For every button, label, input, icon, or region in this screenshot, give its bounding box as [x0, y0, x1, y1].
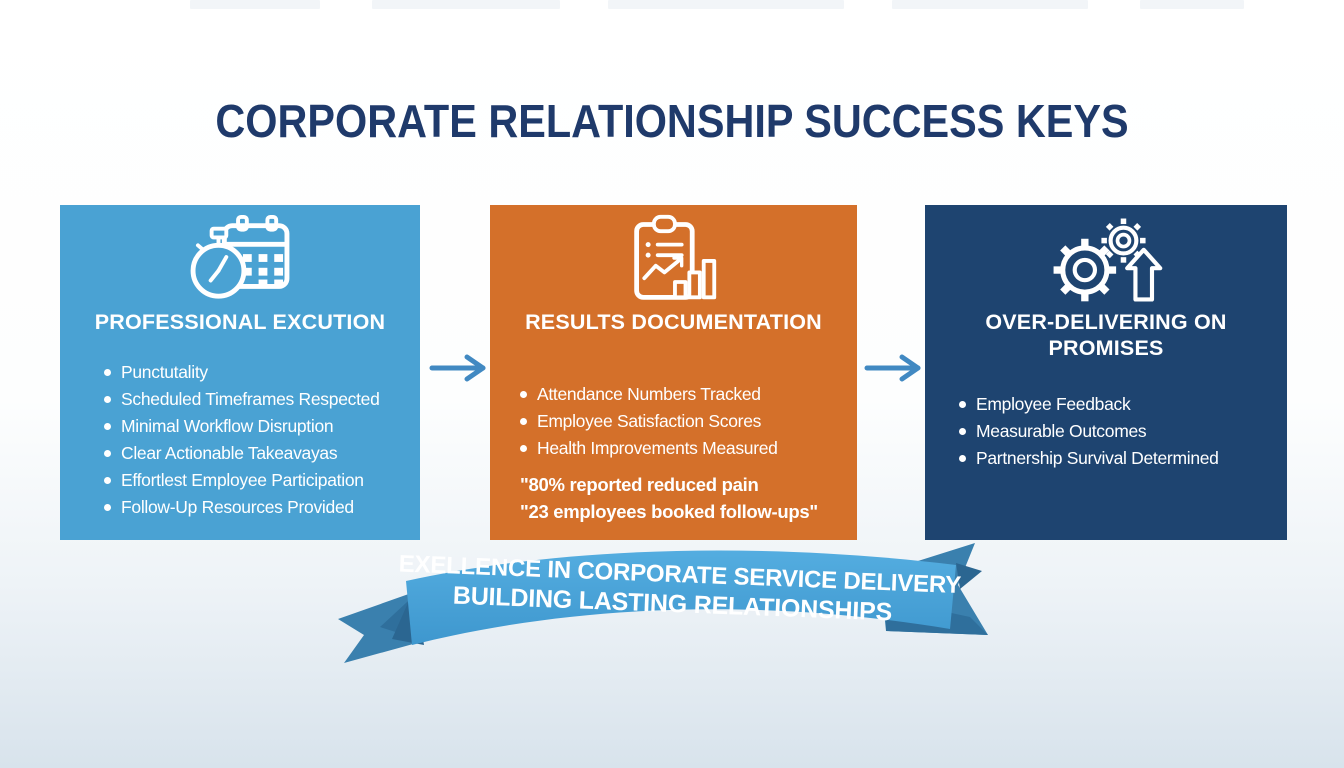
ribbon-banner — [320, 535, 1020, 690]
card-over-delivering-on-promises: OVER-DELIVERING ON PROMISES Employee Fee… — [925, 205, 1287, 540]
quote-line: "23 employees booked follow-ups" — [520, 501, 818, 522]
bullet-item: Minimal Workflow Disruption — [104, 413, 410, 440]
flow-arrow-icon — [429, 352, 487, 384]
bullet-item: Effortlest Employee Participation — [104, 467, 410, 494]
bullet-item: Follow-Up Resources Provided — [104, 494, 410, 521]
bullet-item: Attendance Numbers Tracked — [520, 381, 849, 408]
card-heading: OVER-DELIVERING ON PROMISES — [985, 310, 1227, 360]
bullet-item: Health Improvements Measured — [520, 435, 849, 462]
quote-line: "80% reported reduced pain — [520, 474, 759, 495]
page-title: CORPORATE RELATIONSHIP SUCCESS KEYS — [215, 95, 1129, 147]
bullet-item: Punctutality — [104, 359, 410, 386]
card-heading: PROFESSIONAL EXCUTION — [94, 310, 386, 334]
bullet-item: Clear Actionable Takeavayas — [104, 440, 410, 467]
card-results-documentation: RESULTS DOCUMENTATION Attendance Numbers… — [490, 205, 857, 540]
flow-arrow-icon — [864, 352, 922, 384]
bullet-item: Partnership Survival Determined — [959, 445, 1279, 472]
clipboard-chart-icon — [490, 213, 857, 305]
stopwatch-calendar-icon — [60, 213, 420, 305]
cropped-top-artifacts — [0, 0, 1344, 14]
card-heading: RESULTS DOCUMENTATION — [525, 310, 822, 334]
bullet-item: Employee Satisfaction Scores — [520, 408, 849, 435]
testimonial-quotes: "80% reported reduced pain "23 employees… — [520, 471, 857, 525]
bullet-item: Scheduled Timeframes Respected — [104, 386, 410, 413]
bullet-item: Employee Feedback — [959, 391, 1279, 418]
ribbon-shape — [338, 543, 988, 663]
bullet-item: Measurable Outcomes — [959, 418, 1279, 445]
gears-up-arrow-icon — [925, 213, 1287, 305]
